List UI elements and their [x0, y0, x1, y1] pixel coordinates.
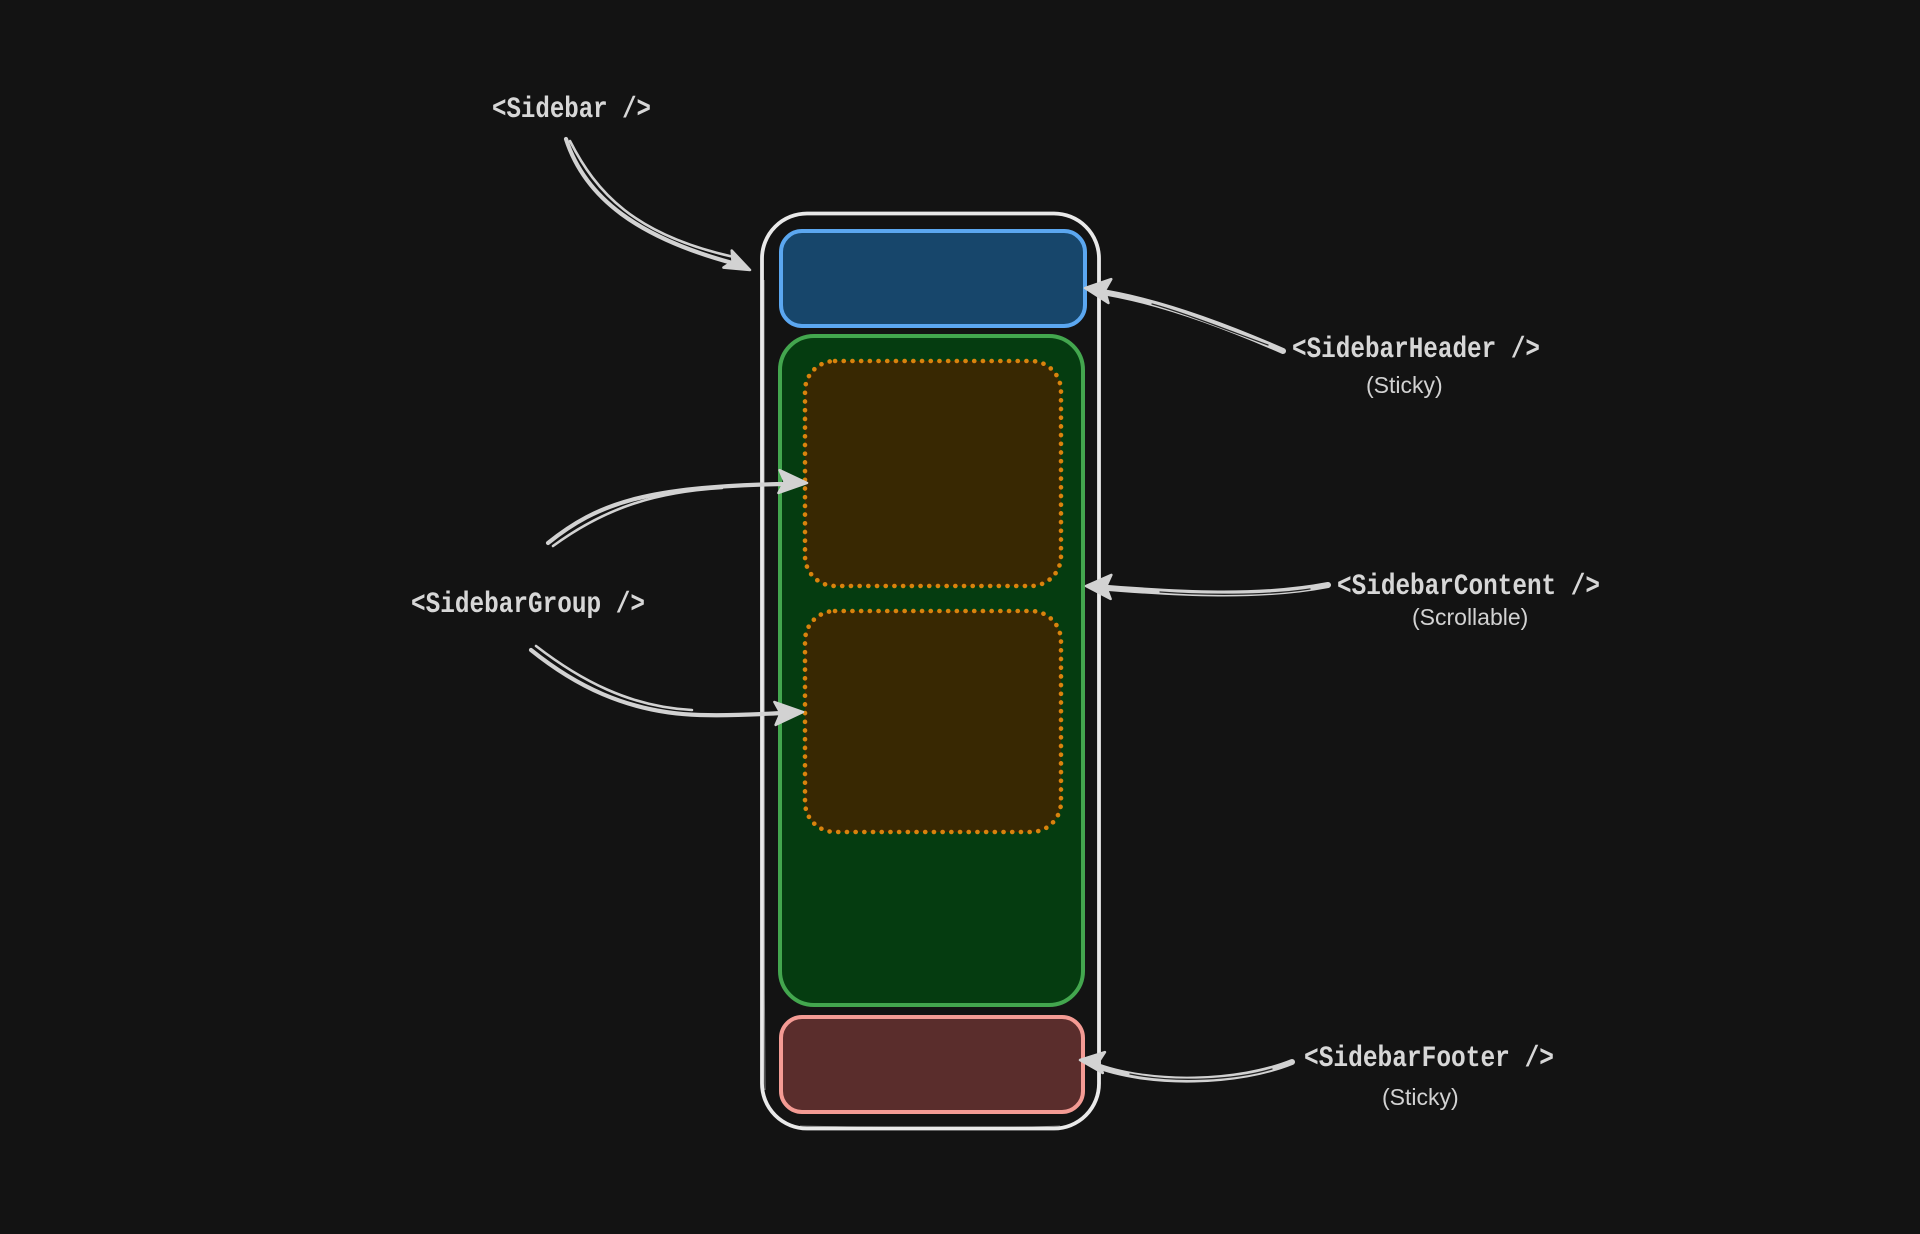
- svg-text:<SidebarContent />: <SidebarContent />: [1337, 570, 1600, 604]
- svg-text:(Sticky): (Sticky): [1382, 1084, 1459, 1110]
- svg-text:<SidebarGroup />: <SidebarGroup />: [411, 588, 645, 622]
- svg-text:(Sticky): (Sticky): [1366, 372, 1443, 398]
- svg-text:<SidebarFooter />: <SidebarFooter />: [1304, 1042, 1554, 1076]
- svg-text:<Sidebar />: <Sidebar />: [492, 93, 651, 127]
- svg-text:(Scrollable): (Scrollable): [1412, 604, 1528, 630]
- svg-text:<SidebarHeader />: <SidebarHeader />: [1292, 333, 1540, 367]
